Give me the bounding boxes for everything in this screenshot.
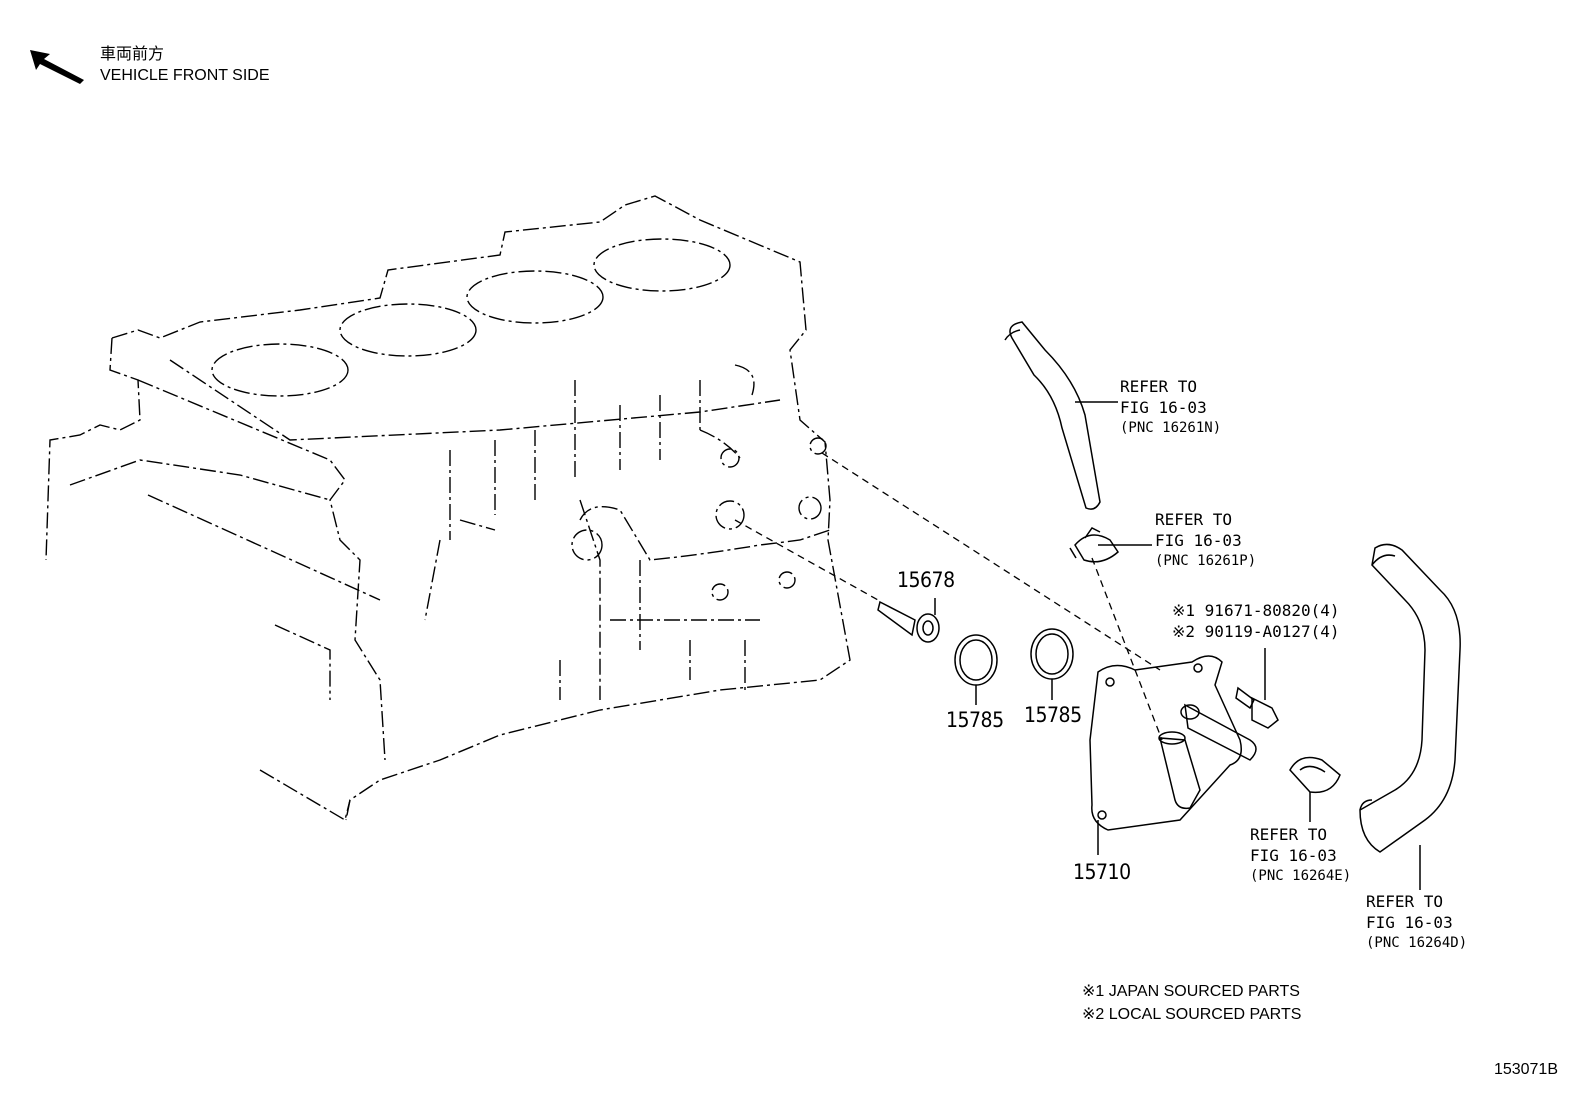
refer-label-pnc: (PNC 16264D)	[1366, 935, 1468, 951]
refer-label-figure: FIG 16-03	[1366, 913, 1453, 932]
refer-label-line: REFER TO	[1155, 510, 1233, 529]
alignment-line-nozzle	[734, 519, 879, 601]
refer-label-line: REFER TO	[1250, 825, 1328, 844]
refer-label-figure: FIG 16-03	[1120, 398, 1207, 417]
part-number-15785-left: 15785	[946, 708, 1004, 732]
part-number-15678: 15678	[897, 568, 955, 592]
refer-label-16261n: REFER TO FIG 16-03 (PNC 16261N)	[1120, 376, 1221, 439]
clamp-16264e	[1289, 756, 1341, 794]
bolt-part-numbers: ※1 91671-80820(4) ※2 90119-A0127(4)	[1172, 600, 1340, 642]
clamp-16261p	[1069, 527, 1119, 563]
english-direction-label: VEHICLE FRONT SIDE	[100, 67, 270, 84]
bolt-91671	[1235, 686, 1279, 729]
japanese-direction-label: 車両前方	[100, 46, 165, 63]
bolt-line-local: ※2 90119-A0127(4)	[1172, 622, 1340, 641]
refer-label-16264d: REFER TO FIG 16-03 (PNC 16264D)	[1366, 891, 1467, 954]
refer-label-line: REFER TO	[1366, 892, 1444, 911]
hose-16264d	[1359, 543, 1461, 853]
refer-label-pnc: (PNC 16261N)	[1120, 420, 1222, 436]
leader-lines	[934, 401, 1421, 890]
arrow-up-left-icon	[30, 50, 84, 84]
refer-label-16261p: REFER TO FIG 16-03 (PNC 16261P)	[1155, 509, 1256, 572]
refer-label-figure: FIG 16-03	[1250, 846, 1337, 865]
alignment-line-cooler	[821, 452, 1161, 671]
refer-label-figure: FIG 16-03	[1155, 531, 1242, 550]
part-number-15785-right: 15785	[1024, 703, 1082, 727]
refer-label-line: REFER TO	[1120, 377, 1198, 396]
note-local-sourced: ※2 LOCAL SOURCED PARTS	[1082, 1006, 1302, 1023]
refer-label-pnc: (PNC 16261P)	[1155, 553, 1257, 569]
refer-label-16264e: REFER TO FIG 16-03 (PNC 16264E)	[1250, 824, 1351, 887]
note-japan-sourced: ※1 JAPAN SOURCED PARTS	[1082, 983, 1300, 1000]
sourcing-notes: ※1 JAPAN SOURCED PARTS ※2 LOCAL SOURCED …	[1082, 980, 1301, 1026]
vehicle-front-side-label: 車両前方 VEHICLE FRONT SIDE	[100, 44, 270, 86]
alignment-line-clamp	[1091, 557, 1163, 741]
oil-cooler-15710	[1089, 655, 1257, 831]
part-number-15710: 15710	[1073, 860, 1131, 884]
o-rings-15785	[954, 628, 1074, 686]
hose-16261n	[1004, 321, 1101, 510]
figure-id: 153071B	[1493, 1061, 1558, 1078]
bolt-line-japan: ※1 91671-80820(4)	[1172, 601, 1340, 620]
part-15678-nozzle	[877, 600, 940, 643]
refer-label-pnc: (PNC 16264E)	[1250, 868, 1352, 884]
engine-block	[45, 195, 851, 822]
